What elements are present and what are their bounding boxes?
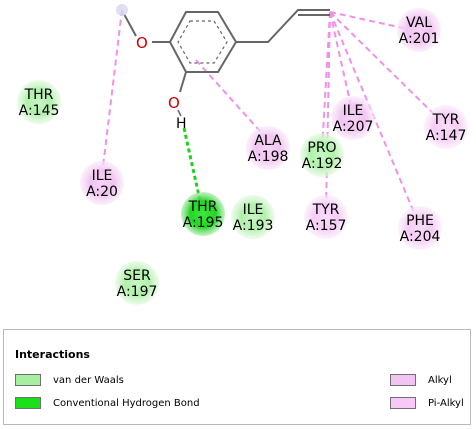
residue-position: A:197 bbox=[117, 284, 158, 300]
residue-name: PHE bbox=[406, 213, 434, 229]
residue-name: VAL bbox=[406, 15, 432, 31]
legend-title: Interactions bbox=[15, 348, 90, 361]
methoxy-oxygen-label: O bbox=[136, 34, 148, 52]
legend-item-alkyl: Alkyl bbox=[390, 373, 452, 387]
residue-disc bbox=[331, 96, 375, 140]
legend-item-hbond: Conventional Hydrogen Bond bbox=[15, 396, 200, 410]
residue-position: A:201 bbox=[399, 31, 440, 47]
residue-disc bbox=[300, 133, 344, 177]
residue-position: A:198 bbox=[248, 149, 289, 165]
alkyl-line-pro192 bbox=[321, 11, 331, 151]
legend-label-vdw: van der Waals bbox=[53, 374, 124, 386]
alkyl-line-val201 bbox=[329, 11, 413, 31]
residue-position: A:157 bbox=[306, 218, 347, 234]
residue-disc bbox=[231, 195, 275, 239]
residue-disc bbox=[80, 161, 124, 205]
hydroxyl-oxygen-label: O bbox=[168, 94, 180, 112]
hydrogen-label: H bbox=[176, 116, 187, 132]
residue-position: A:20 bbox=[86, 184, 118, 200]
methyl-glow bbox=[116, 4, 128, 16]
ligand-structure bbox=[123, 9, 330, 117]
legend-swatch-hbond bbox=[15, 397, 41, 409]
residue-position: A:207 bbox=[333, 119, 374, 135]
residue-position: A:204 bbox=[400, 229, 441, 245]
residue-name: ILE bbox=[92, 168, 113, 184]
residue-disc bbox=[17, 80, 61, 124]
residue-name: ILE bbox=[243, 202, 264, 218]
residue-name: THR bbox=[188, 199, 218, 215]
bond-ring-hydroxyl-o bbox=[179, 71, 187, 93]
residue-name: ALA bbox=[254, 133, 282, 149]
residue-name: THR bbox=[24, 87, 54, 103]
alkyl-line-ile20 bbox=[101, 9, 123, 176]
residue-disc bbox=[424, 105, 468, 149]
residue-name: TYR bbox=[312, 202, 340, 218]
residue-position: A:193 bbox=[233, 218, 274, 234]
legend-label-hbond: Conventional Hydrogen Bond bbox=[53, 397, 200, 409]
residue-disc bbox=[304, 195, 348, 239]
residue-disc bbox=[115, 261, 159, 305]
legend-item-pialkyl: Pi-Alkyl bbox=[390, 396, 464, 410]
legend-label-alkyl: Alkyl bbox=[428, 374, 452, 386]
legend: Interactions van der Waals Conventional … bbox=[3, 329, 471, 425]
residue-disc bbox=[398, 206, 442, 250]
residue-position: A:147 bbox=[426, 128, 467, 144]
legend-label-pialkyl: Pi-Alkyl bbox=[428, 397, 464, 409]
legend-swatch-pialkyl bbox=[390, 397, 416, 409]
residue-position: A:195 bbox=[183, 215, 224, 231]
residue-disc bbox=[246, 126, 290, 170]
alkyl-line-ala198 bbox=[195, 59, 269, 141]
residue-name: PRO bbox=[307, 140, 336, 156]
residue-disc bbox=[181, 192, 225, 236]
aromatic-inner-ring bbox=[177, 20, 228, 64]
bond-methoxy-carbon bbox=[123, 13, 137, 37]
residue-position: A:145 bbox=[19, 103, 60, 119]
pialkyl-line-tyr147 bbox=[329, 11, 446, 126]
allyl-chain bbox=[236, 9, 330, 43]
residue-name: ILE bbox=[343, 103, 364, 119]
pialkyl-line-tyr157 bbox=[325, 11, 331, 211]
legend-swatch-vdw bbox=[15, 374, 41, 386]
legend-swatch-alkyl bbox=[390, 374, 416, 386]
residue-disc bbox=[397, 8, 441, 52]
bond-o-h bbox=[177, 109, 182, 117]
alkyl-line-ile207 bbox=[329, 11, 354, 116]
residue-name: TYR bbox=[432, 112, 460, 128]
hbond-line-thr195 bbox=[182, 127, 203, 206]
residue-name: SER bbox=[123, 268, 151, 284]
residue-position: A:192 bbox=[302, 156, 343, 172]
legend-item-vdw: van der Waals bbox=[15, 373, 124, 387]
